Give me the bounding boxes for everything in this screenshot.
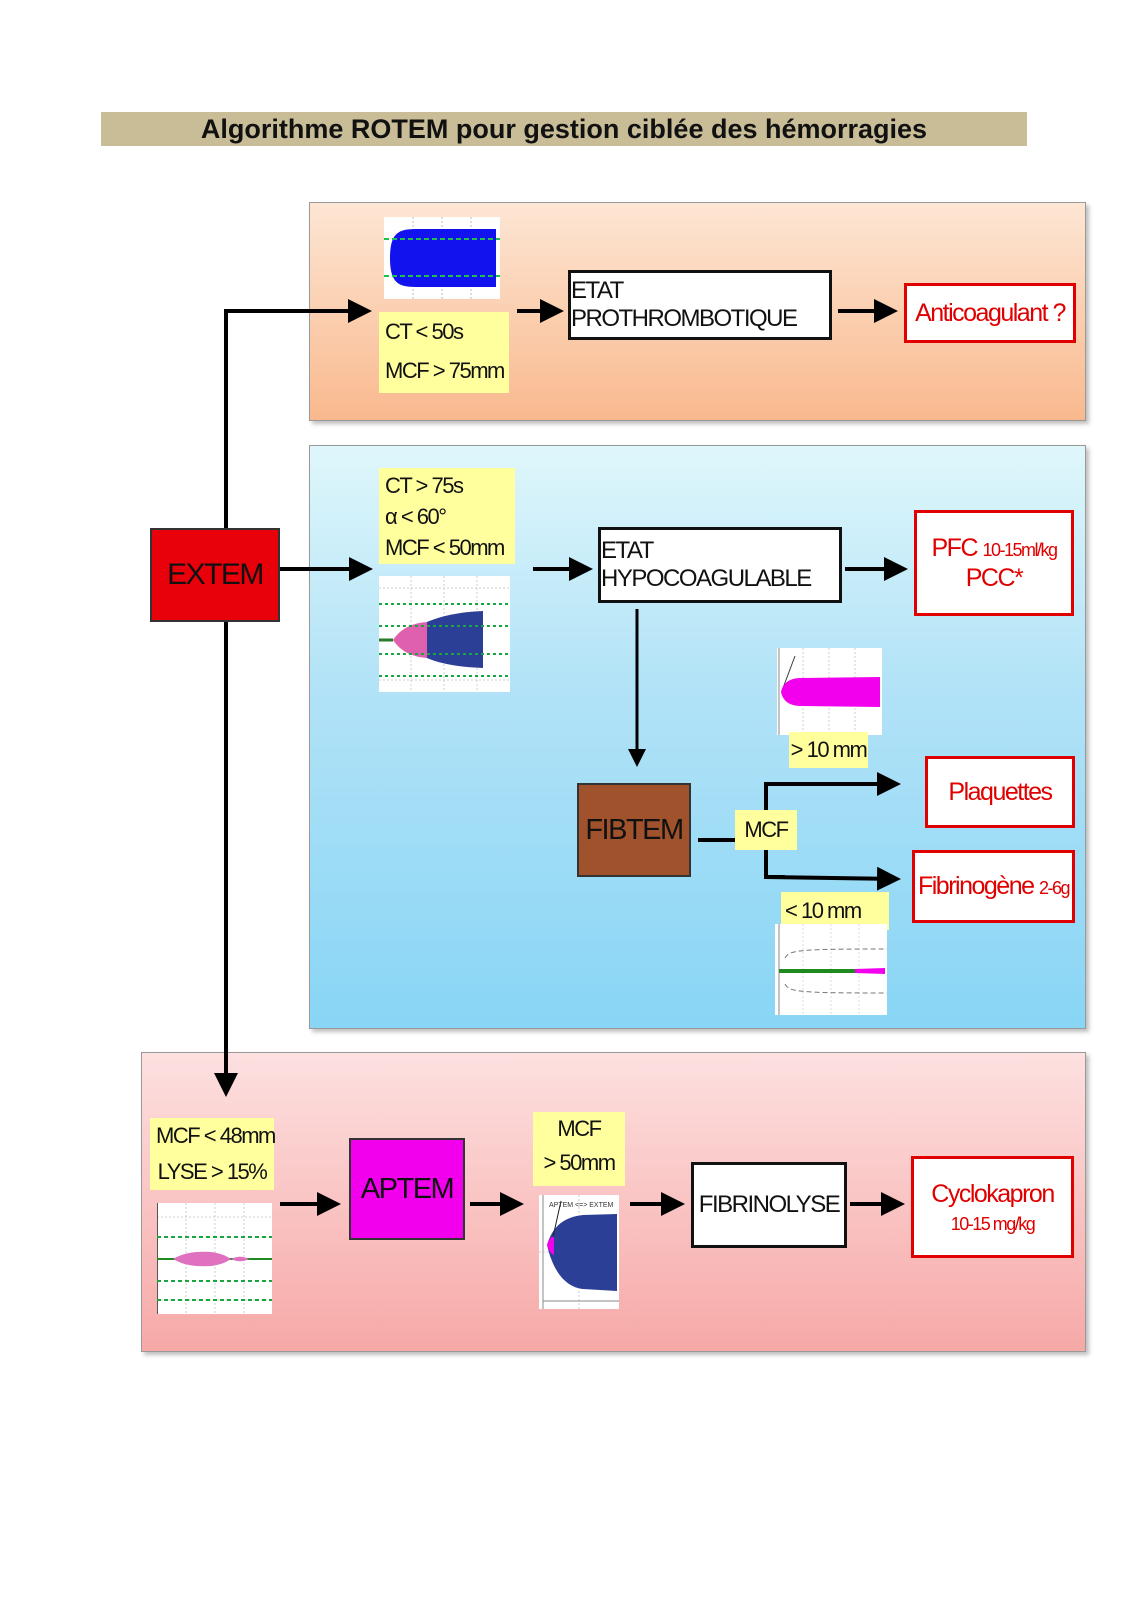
extem-box: EXTEM xyxy=(150,528,280,622)
page-title: Algorithme ROTEM pour gestion ciblée des… xyxy=(101,112,1027,146)
rotem-trace-fibtem-high xyxy=(777,648,882,735)
state-hypocoagulable: ETAT HYPOCOAGULABLE xyxy=(598,527,842,603)
treatment-anticoagulant-label: Anticoagulant ? xyxy=(915,298,1066,327)
rotem-trace-hypocoagulable xyxy=(379,576,510,692)
treatment-cyclokapron: Cyclokapron 10-15 mg/kg xyxy=(911,1156,1074,1258)
prothrombotic-criteria: CT < 50s MCF > 75mm xyxy=(379,312,509,393)
criteria-ct: CT < 50s xyxy=(385,319,464,344)
rotem-trace-lysis xyxy=(157,1203,272,1314)
hypocoagulable-criteria: CT > 75s α < 60° MCF < 50mm xyxy=(379,468,515,564)
criteria-mcf-label: MCF xyxy=(557,1116,602,1141)
mcf-decision: MCF xyxy=(735,810,797,850)
fibtem-box: FIBTEM xyxy=(577,783,691,877)
rotem-trace-aptem-extem: APTEM <=> EXTEM xyxy=(539,1195,619,1309)
fibrinolysis-criteria: MCF < 48mm LYSE > 15% xyxy=(150,1118,276,1190)
criteria-alpha: α < 60° xyxy=(385,504,447,529)
treatment-pfc-label: PFC xyxy=(931,534,979,562)
aptem-criteria: MCF > 50mm xyxy=(533,1112,625,1186)
criteria-ct: CT > 75s xyxy=(385,473,464,498)
treatment-anticoagulant: Anticoagulant ? xyxy=(904,283,1076,343)
threshold-high: > 10 mm xyxy=(789,732,868,768)
arrow-mcf-to-fibrinogene xyxy=(765,866,901,891)
aptem-box: APTEM xyxy=(349,1138,465,1240)
connector-extem-to-prothrombotic xyxy=(224,299,372,528)
treatment-pfc-pcc: PFC 10-15ml/kg PCC* xyxy=(914,510,1074,616)
treatment-pfc-dose: 10-15ml/kg xyxy=(982,540,1058,560)
rotem-trace-prothrombotic xyxy=(384,217,500,299)
state-prothrombotic: ETAT PROTHROMBOTIQUE xyxy=(568,270,832,340)
criteria-mcf: MCF < 48mm xyxy=(156,1123,276,1148)
criteria-mcf-value: > 50mm xyxy=(543,1150,616,1175)
threshold-low: < 10 mm xyxy=(781,892,889,930)
treatment-cyclokapron-label: Cyclokapron xyxy=(931,1179,1055,1208)
treatment-cyclokapron-dose: 10-15 mg/kg xyxy=(950,1213,1036,1234)
treatment-fibrinogene-dose: 2-6g xyxy=(1038,878,1071,898)
rotem-trace-fibtem-low xyxy=(775,924,887,1015)
treatment-plaquettes-label: Plaquettes xyxy=(948,777,1053,806)
state-fibrinolyse: FIBRINOLYSE xyxy=(691,1162,847,1248)
treatment-plaquettes: Plaquettes xyxy=(925,756,1075,828)
treatment-pcc-label: PCC* xyxy=(965,564,1024,592)
criteria-lyse: LYSE > 15% xyxy=(157,1159,268,1184)
criteria-mcf: MCF < 50mm xyxy=(385,535,505,560)
treatment-fibrinogene-label: Fibrinogène xyxy=(917,872,1035,900)
criteria-mcf: MCF > 75mm xyxy=(385,358,505,383)
thumb-caption: APTEM <=> EXTEM xyxy=(549,1202,614,1209)
treatment-fibrinogene: Fibrinogène 2-6g xyxy=(912,850,1075,923)
